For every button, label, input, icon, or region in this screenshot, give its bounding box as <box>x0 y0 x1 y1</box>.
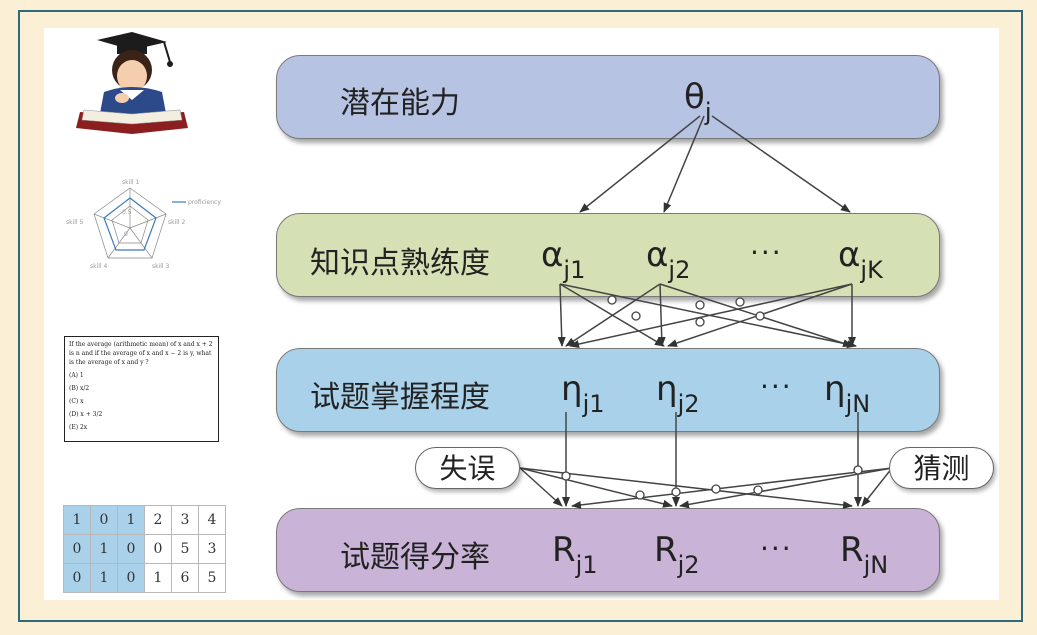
outer-frame <box>18 10 1023 622</box>
radar-tick-1: 0.5 <box>122 209 132 216</box>
alpha-symbol: α <box>541 235 564 275</box>
score-table-icon: 1 0 1 2 3 4 0 1 0 0 5 3 0 1 0 1 6 5 <box>63 505 226 593</box>
table-cell: 1 <box>144 563 172 593</box>
edge-theta-alpha1 <box>579 115 701 213</box>
alpha-subscript: jK <box>860 256 883 284</box>
mastery-ellipsis: ··· <box>760 370 793 403</box>
score-ellipsis: ··· <box>760 532 793 565</box>
r-symbol: R <box>552 530 576 570</box>
question-option-e: (E) 2x <box>69 424 88 431</box>
edge-a1-e1 <box>557 283 566 347</box>
table-cell: 5 <box>171 534 199 564</box>
table-cell: 0 <box>117 563 145 593</box>
r-symbol: R <box>654 530 678 570</box>
table-cell: 0 <box>117 534 145 564</box>
edge-ak-e1 <box>569 283 853 348</box>
question-option-b: (B) x/2 <box>69 385 90 392</box>
mastery-label: 试题掌握程度 <box>310 380 490 415</box>
skills-layer <box>276 213 940 297</box>
student-reading-icon <box>76 32 188 134</box>
radar-axis-5: skill 5 <box>66 219 84 226</box>
mastery-layer <box>276 348 940 432</box>
eta-subscript: j2 <box>677 390 700 418</box>
r-symbol: R <box>840 530 864 570</box>
r-node-n: RjN <box>840 533 888 577</box>
theta-symbol: θ <box>684 77 705 117</box>
eta-symbol: η <box>561 369 583 409</box>
theta-subscript: j <box>704 98 712 126</box>
table-row: 0 1 0 0 5 3 <box>63 534 226 564</box>
r-node-1: Rj1 <box>552 533 598 577</box>
eta-node-n: ηjN <box>824 372 870 416</box>
edge-a2-e2 <box>657 283 666 347</box>
alpha-node-1: αj1 <box>541 238 585 282</box>
alpha-symbol: α <box>838 235 861 275</box>
alpha-subscript: j2 <box>668 256 691 284</box>
table-cell: 0 <box>63 534 91 564</box>
radar-legend: proficiency <box>188 199 221 206</box>
table-cell: 3 <box>198 534 226 564</box>
skills-ellipsis: ··· <box>750 236 783 269</box>
alpha-node-k: αjK <box>838 238 883 282</box>
radar-tick-2: 0 <box>124 231 128 238</box>
edge-theta-alphak <box>711 115 851 213</box>
guess-label: 猜测 <box>889 447 994 489</box>
theta-node: θj <box>684 80 711 124</box>
score-layer <box>276 508 940 592</box>
r-subscript: j2 <box>677 551 700 579</box>
r-node-2: Rj2 <box>654 533 700 577</box>
table-cell: 3 <box>171 505 199 535</box>
table-cell: 1 <box>63 505 91 535</box>
eta-node-2: ηj2 <box>656 372 700 416</box>
eta-subscript: j1 <box>582 390 605 418</box>
edge-theta-alpha2 <box>663 115 705 213</box>
radar-axis-2: skill 2 <box>168 219 186 226</box>
alpha-subscript: j1 <box>563 256 586 284</box>
eta-symbol: η <box>656 369 678 409</box>
question-option-d: (D) x + 3/2 <box>69 411 103 418</box>
table-cell: 2 <box>144 505 172 535</box>
question-stem: If the average (arithmetic mean) of x an… <box>69 341 213 366</box>
edge-slip-r1 <box>519 467 563 507</box>
alpha-symbol: α <box>646 235 669 275</box>
radar-axis-4: skill 4 <box>90 263 108 270</box>
question-option-a: (A) 1 <box>69 372 84 379</box>
radar-axis-1: skill 1 <box>122 179 140 186</box>
edge-slip-r2 <box>519 467 673 508</box>
score-label: 试题得分率 <box>340 540 490 575</box>
table-cell: 1 <box>90 534 118 564</box>
eta-node-1: ηj1 <box>561 372 605 416</box>
edge-guess-rn <box>861 467 893 507</box>
slip-label: 失误 <box>415 447 520 489</box>
edge-a2-e1 <box>565 283 661 347</box>
r-subscript: jN <box>863 551 889 579</box>
skills-label: 知识点熟练度 <box>310 246 490 281</box>
table-cell: 6 <box>171 563 199 593</box>
table-cell: 0 <box>144 534 172 564</box>
edge-guess-r1 <box>571 467 893 509</box>
radar-axis-3: skill 3 <box>152 263 170 270</box>
table-cell: 1 <box>90 563 118 593</box>
r-subscript: j1 <box>575 551 598 579</box>
radar-chart-icon: skill 1 skill 2 skill 3 skill 4 skill 5 … <box>66 179 221 270</box>
table-cell: 4 <box>198 505 226 535</box>
table-cell: 0 <box>90 505 118 535</box>
table-cell: 1 <box>117 505 145 535</box>
table-cell: 0 <box>63 563 91 593</box>
question-option-c: (C) x <box>69 398 84 405</box>
alpha-node-2: αj2 <box>646 238 690 282</box>
question-card-icon: If the average (arithmetic mean) of x an… <box>64 336 219 442</box>
eta-symbol: η <box>824 369 846 409</box>
table-cell: 5 <box>198 563 226 593</box>
ability-label: 潜在能力 <box>340 86 460 121</box>
table-row: 0 1 0 1 6 5 <box>63 563 226 593</box>
ability-layer <box>276 55 940 139</box>
edge-slip-rn <box>519 467 853 509</box>
table-row: 1 0 1 2 3 4 <box>63 505 226 535</box>
